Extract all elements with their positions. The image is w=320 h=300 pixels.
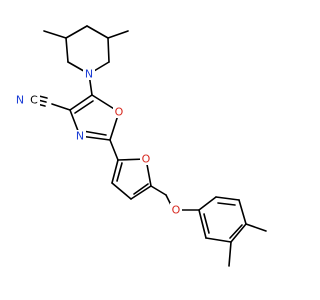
structure-diagram: N O N N C O O xyxy=(14,25,267,267)
molecule-canvas: N O N N C O O xyxy=(14,25,267,267)
oxazole-nitrogen-label: N xyxy=(76,130,84,143)
benzene-ring xyxy=(198,196,267,267)
oxazole-furan-bond xyxy=(109,139,119,161)
piperidine-ring xyxy=(43,25,129,75)
oxazole-oxygen-label: O xyxy=(115,106,124,119)
nitrile-carbon-label: C xyxy=(30,94,38,107)
ether-oxygen-label: O xyxy=(172,204,181,217)
atom-labels: N O N N C O O xyxy=(14,67,182,217)
furan-oxygen-label: O xyxy=(142,153,151,166)
nitrile-nitrogen-label: N xyxy=(16,94,24,107)
piperidine-nitrogen-label: N xyxy=(85,68,93,81)
furan-ring xyxy=(111,158,152,200)
